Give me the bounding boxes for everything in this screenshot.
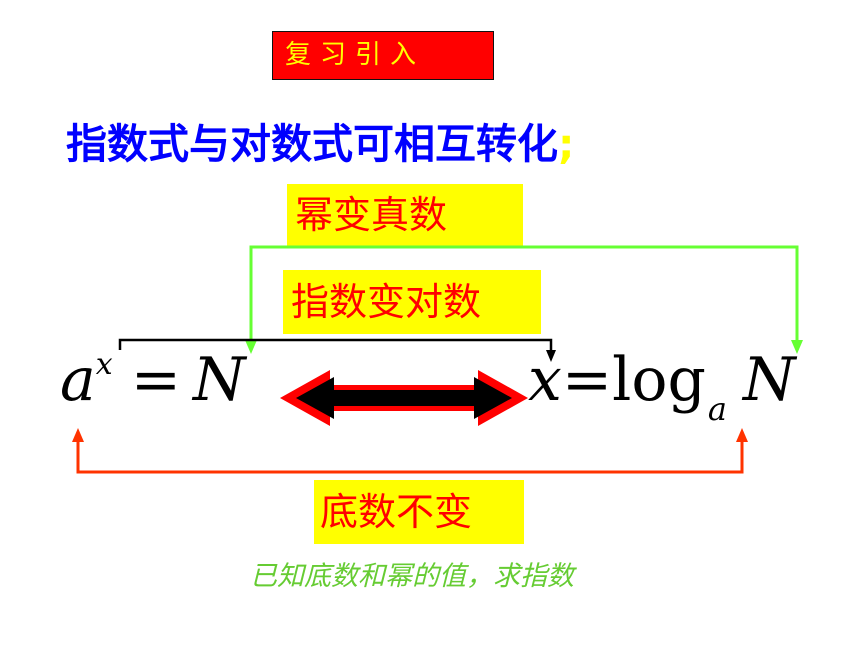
formula-x: x bbox=[528, 345, 562, 415]
label-base-unchanged: 底数不变 bbox=[314, 480, 524, 544]
green-arrow-power-to-n bbox=[245, 245, 803, 354]
formula-log: log bbox=[612, 345, 706, 415]
headline: 指数式与对数式可相互转化; bbox=[66, 116, 574, 172]
formula-equals: = bbox=[130, 345, 181, 415]
formula-base: a bbox=[60, 345, 96, 415]
label-exponent-to-log: 指数变对数 bbox=[283, 270, 541, 334]
formula-n: N bbox=[192, 345, 246, 415]
exponential-formula: ax = N bbox=[60, 347, 245, 421]
formula-equals: = bbox=[561, 345, 613, 415]
double-arrow-icon bbox=[280, 370, 528, 426]
section-tag: 复习引入 bbox=[272, 31, 494, 80]
black-arrow-exponent-to-x bbox=[118, 338, 556, 362]
note-text: 已知底数和幂的值，求指数 bbox=[250, 561, 574, 592]
label-power-to-antilog: 幂变真数 bbox=[287, 184, 523, 246]
headline-semicolon: ; bbox=[558, 120, 575, 168]
headline-text: 指数式与对数式可相互转化 bbox=[66, 120, 558, 168]
formula-exponent: x bbox=[95, 347, 113, 382]
formula-log-argument: N bbox=[742, 345, 796, 415]
formula-log-base: a bbox=[707, 390, 727, 428]
orange-arrow-base bbox=[72, 428, 748, 474]
